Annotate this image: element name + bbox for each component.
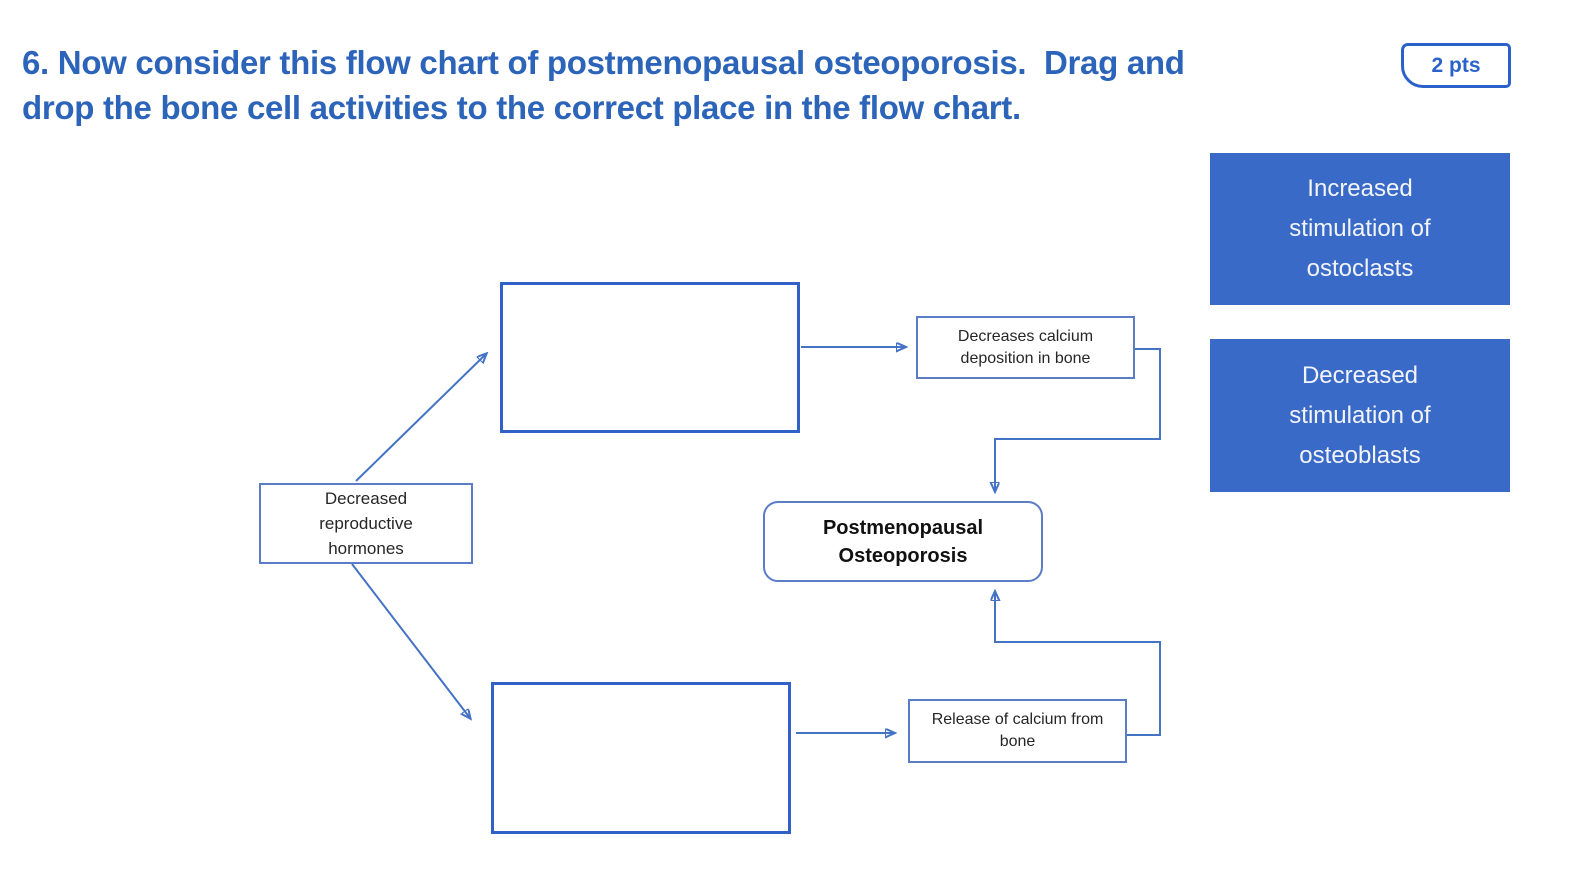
option-label-line: osteoblasts — [1299, 441, 1421, 469]
option-label-line: ostoclasts — [1306, 255, 1414, 282]
node-label-line: Decreased — [324, 489, 408, 508]
drag-option-increased-stimulation-of-ostoclasts[interactable]: Increased stimulation of ostoclasts — [1210, 153, 1510, 305]
points-badge-label: 2 pts — [1431, 53, 1481, 77]
node-label-line: bone — [999, 733, 1036, 750]
node-label-line: Release of calcium from — [931, 711, 1104, 728]
option-label-line: stimulation of — [1289, 401, 1431, 429]
box-postmenopausal-osteoporosis: Postmenopausal Osteoporosis — [763, 501, 1043, 582]
arrow-cause-to-drop-zone-top — [355, 354, 486, 482]
drag-option-decreased-stimulation-of-osteoblasts[interactable]: Decreased stimulation of osteoblasts — [1210, 339, 1510, 492]
node-label-line: reproductive — [319, 514, 413, 533]
arrow-effect-bottom-to-outcome — [995, 592, 1161, 736]
option-label-line: stimulation of — [1289, 215, 1431, 242]
question-text: 6. Now consider this flow chart of postm… — [22, 40, 1382, 130]
arrow-effect-top-to-outcome — [995, 348, 1161, 491]
node-label-line: hormones — [328, 539, 404, 558]
box-release-of-calcium: Release of calcium from bone — [908, 699, 1127, 763]
node-label-line: Decreases calcium — [957, 327, 1094, 345]
question-text-line1: 6. Now consider this flow chart of postm… — [22, 44, 1185, 81]
option-label-line: Increased — [1307, 175, 1413, 202]
arrow-cause-to-drop-zone-bottom — [351, 563, 470, 718]
question-text-line2: drop the bone cell activities to the cor… — [22, 89, 1021, 126]
box-decreases-calcium-deposition: Decreases calcium deposition in bone — [916, 316, 1135, 379]
node-label-line: Osteoporosis — [838, 544, 968, 567]
node-label-line: Postmenopausal — [822, 516, 984, 539]
option-label-line: Decreased — [1301, 361, 1419, 389]
points-badge: 2 pts — [1401, 43, 1511, 88]
drop-zone-bottom[interactable] — [491, 682, 791, 834]
box-decreased-reproductive-hormones: Decreased reproductive hormones — [259, 483, 473, 564]
drop-zone-top[interactable] — [500, 282, 800, 433]
node-label-line: deposition in bone — [960, 349, 1091, 367]
